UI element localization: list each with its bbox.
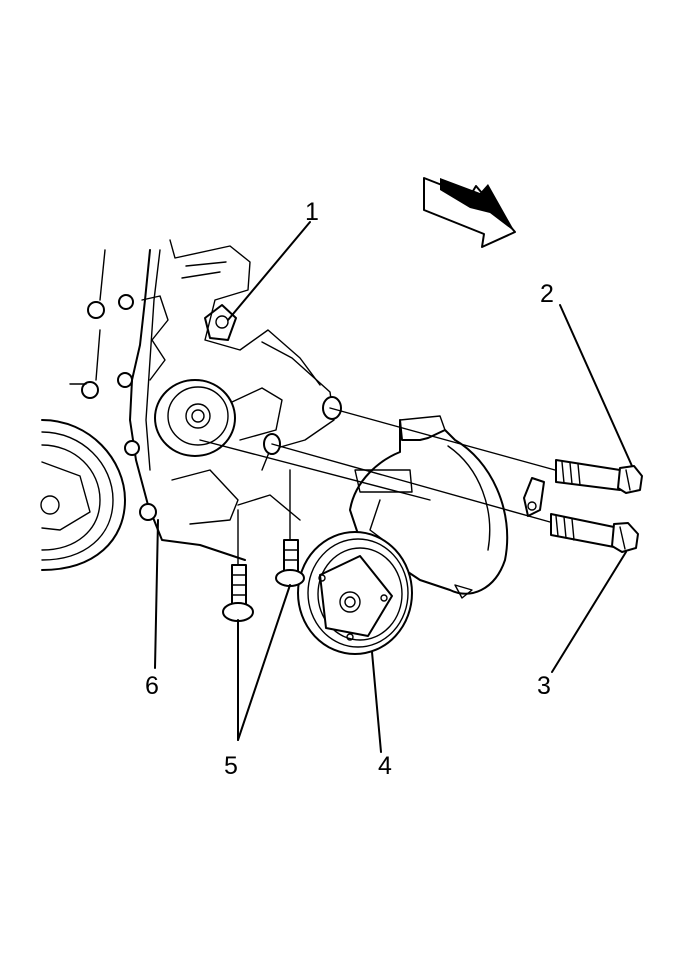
bolt-3 [550,513,639,553]
bolt-5-right [275,539,305,587]
callout-3: 3 [537,672,551,700]
leader-lines [154,221,633,753]
crankshaft-pulley [40,419,126,571]
callout-4: 4 [378,752,392,780]
compressor-mount-tab [523,477,545,517]
callout-6: 6 [145,672,159,700]
callout-2: 2 [540,280,554,308]
bolt-5-left [222,564,254,622]
cover-studs [69,294,157,521]
bolt-2 [555,459,643,494]
idler-pulley [154,379,283,457]
mounting-bracket [204,304,342,471]
compressor-clutch-pulley [297,531,413,655]
assembly-guide-lines [199,407,556,566]
direction-arrow [423,177,516,248]
callout-5: 5 [224,752,238,780]
callout-1: 1 [305,198,319,226]
